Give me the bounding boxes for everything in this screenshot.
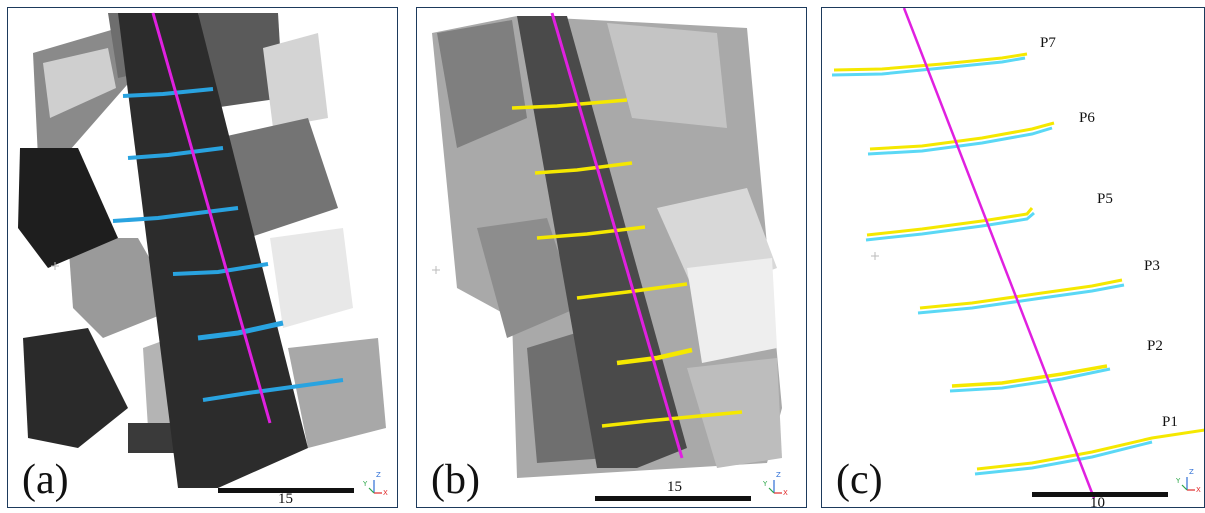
cross-profile [127, 146, 224, 160]
cross-profile [112, 206, 239, 223]
axis-y-label: Y [1176, 477, 1181, 485]
axis-x-label: X [383, 489, 388, 497]
cross-profile [534, 161, 633, 175]
scale-bar [1032, 492, 1168, 497]
building-block [477, 218, 577, 338]
profiles-view-c [831, 8, 1204, 499]
building-facade [263, 33, 328, 128]
axis-x-label: X [1196, 486, 1201, 494]
axis-z-label: Z [376, 471, 381, 479]
building-block [198, 13, 283, 108]
cross-profiles-a [112, 87, 344, 402]
building-block [607, 23, 727, 128]
building-facade [687, 258, 777, 363]
profile-label-p3: P3 [1144, 258, 1160, 274]
profile-p3 [917, 278, 1125, 315]
profile-p6 [867, 121, 1055, 156]
axis-triad-icon [1181, 477, 1195, 491]
trajectory-line [902, 8, 1096, 499]
scale-bar [595, 496, 751, 501]
cross-profile [511, 98, 628, 110]
building-block [218, 118, 338, 238]
profile-p7 [831, 52, 1028, 77]
panel-c: Z Y X P7 P6 P5 P3 P2 P1 10 (c) [821, 7, 1205, 508]
cross-profile [576, 282, 688, 300]
cross-profile [202, 378, 344, 402]
building-block [288, 338, 386, 448]
axis-triad-icon [368, 480, 382, 494]
cross-profile [536, 225, 646, 240]
panel-label-c: (c) [832, 459, 887, 501]
axis-z-label: Z [1189, 468, 1194, 476]
profile-label-p6: P6 [1079, 110, 1095, 126]
trajectory-line [151, 12, 272, 424]
scale-bar [218, 488, 354, 493]
road-surface [118, 13, 308, 488]
trajectory-line [550, 12, 684, 459]
panel-b: Z Y X 15 (b) [416, 7, 807, 508]
profile-label-p2: P2 [1147, 338, 1163, 354]
axis-y-label: Y [763, 480, 768, 488]
axis-y-label: Y [363, 480, 368, 488]
cross-profile [122, 87, 214, 98]
axis-triad-icon [768, 480, 782, 494]
axis-x-label: X [783, 489, 788, 497]
cross-profile [197, 320, 284, 341]
vegetation [18, 148, 118, 268]
profile-p5 [865, 207, 1035, 242]
building-block [437, 20, 527, 148]
cross-profile [172, 262, 269, 276]
profile-p2 [949, 364, 1111, 393]
profile-p1 [974, 428, 1204, 476]
panel-label-b: (b) [427, 459, 484, 501]
point-cloud-view-b [432, 12, 782, 501]
vegetation [23, 328, 128, 448]
building-facade [270, 228, 353, 328]
panel-a: Z Y X 15 (a) [7, 7, 398, 508]
scale-label-c: 10 [1090, 495, 1105, 508]
point-cloud-view-a [18, 12, 386, 494]
profile-label-p7: P7 [1040, 35, 1056, 51]
road-surface [517, 16, 687, 468]
profile-label-p5: P5 [1097, 191, 1113, 207]
cross-profile [601, 410, 743, 428]
scale-label-b: 15 [667, 479, 682, 495]
axis-z-label: Z [776, 471, 781, 479]
panel-label-a: (a) [18, 459, 73, 501]
profile-label-p1: P1 [1162, 414, 1178, 430]
building-facade [43, 48, 116, 118]
cross-profile [616, 347, 693, 366]
cross-profiles-b [511, 98, 743, 428]
scale-label-a: 15 [278, 491, 293, 507]
